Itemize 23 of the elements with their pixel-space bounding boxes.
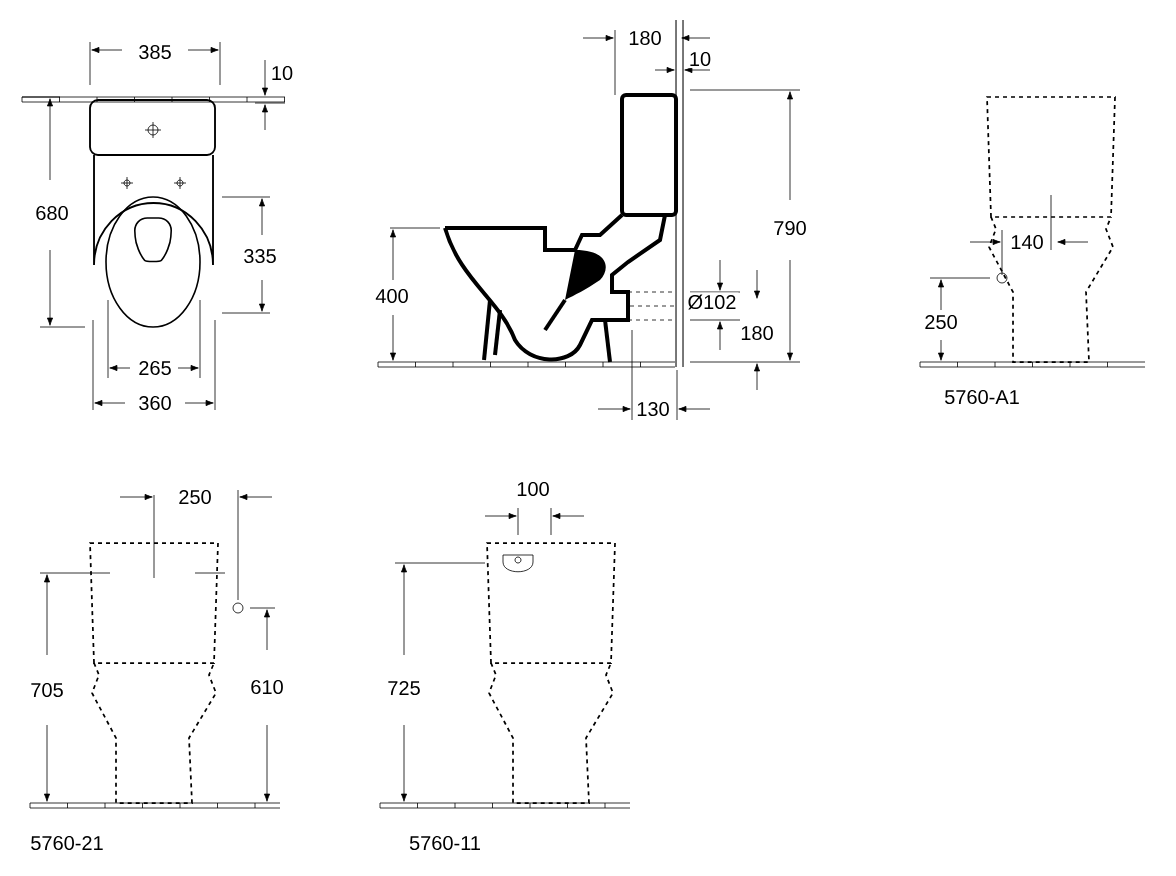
dimension-label: 265 [136, 358, 174, 378]
dimension-label: 400 [373, 286, 411, 306]
dimension-label: 335 [241, 246, 279, 266]
dimension-label: 705 [28, 680, 66, 700]
dimension-label: 140 [1008, 232, 1046, 252]
model-number: 5760-11 [407, 833, 483, 853]
dimension-label: 100 [514, 479, 552, 499]
dimension-label: 130 [634, 399, 672, 419]
dimension-label: Ø102 [685, 292, 739, 312]
dimension-label: 680 [33, 203, 71, 223]
model-number: 5760-21 [28, 833, 106, 853]
dimension-label: 360 [136, 393, 174, 413]
dimension-label: 385 [136, 42, 174, 62]
dimension-label: 610 [248, 677, 286, 697]
model-number: 5760-A1 [942, 387, 1022, 407]
dimension-label: 10 [686, 49, 714, 69]
dimension-label: 725 [385, 678, 423, 698]
dimension-label: 10 [268, 63, 296, 83]
dimension-label: 180 [738, 323, 776, 343]
dimension-label: 180 [626, 28, 664, 48]
dimension-label: 790 [771, 218, 809, 238]
dimension-label: 250 [922, 312, 960, 332]
dimension-label: 250 [176, 487, 214, 507]
